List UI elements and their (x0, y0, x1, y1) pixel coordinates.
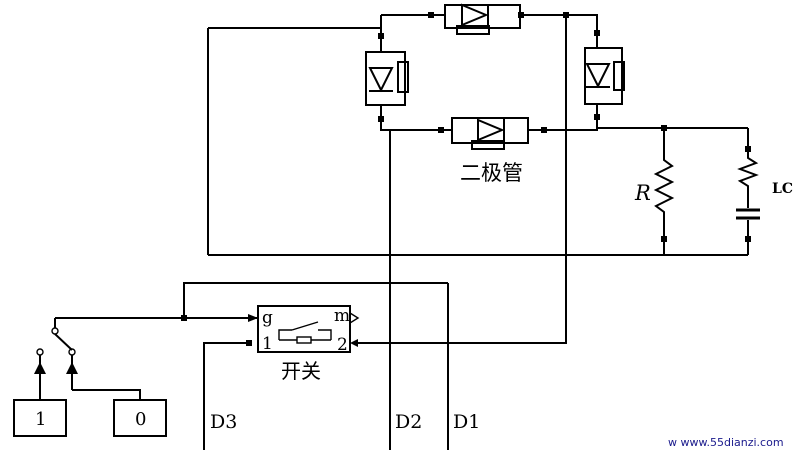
line-d3 (203, 342, 250, 450)
bridge-bottom-wire (380, 118, 432, 131)
diode-bridge: 二极管 (207, 3, 748, 256)
diode-group-label: 二极管 (460, 161, 523, 185)
lc-label: LC (772, 181, 793, 197)
bridge-top-wire-right (520, 14, 598, 42)
switch-contact-icon (278, 321, 332, 344)
switch-box (257, 305, 351, 353)
resistor-label: R (634, 181, 651, 205)
bridge-bottom-wire-right (540, 112, 598, 131)
resistor-r (653, 150, 675, 255)
diode-bottom (432, 117, 547, 150)
d2-label: D2 (395, 411, 422, 433)
constant-one-label: 1 (35, 409, 46, 430)
manual-switch-lever (54, 333, 73, 351)
switch-port2-label: 2 (337, 335, 348, 355)
d3-label: D3 (210, 411, 237, 433)
control-input: 1 0 (13, 315, 240, 437)
lc-inductor (737, 150, 759, 208)
switch-port1-label: 1 (262, 334, 273, 354)
switch-output-wire (356, 15, 567, 344)
load-network: R LC (634, 125, 793, 255)
constant-zero-box (113, 399, 167, 437)
switch-m-label: m (334, 306, 350, 326)
constant-zero-label: 0 (135, 409, 146, 430)
diode-left (365, 33, 409, 122)
switch-g-label: g (262, 308, 273, 328)
switch-name-label: 开关 (281, 359, 321, 383)
diode-top (428, 3, 524, 35)
watermark-text: w www.55dianzi.com (668, 436, 784, 449)
switch-block: g m 1 2 开关 (240, 305, 360, 383)
signal-lines (183, 12, 569, 450)
d1-label: D1 (453, 411, 480, 433)
constant-one-box (13, 399, 67, 437)
control-loop (183, 282, 448, 318)
diode-right (584, 30, 625, 120)
